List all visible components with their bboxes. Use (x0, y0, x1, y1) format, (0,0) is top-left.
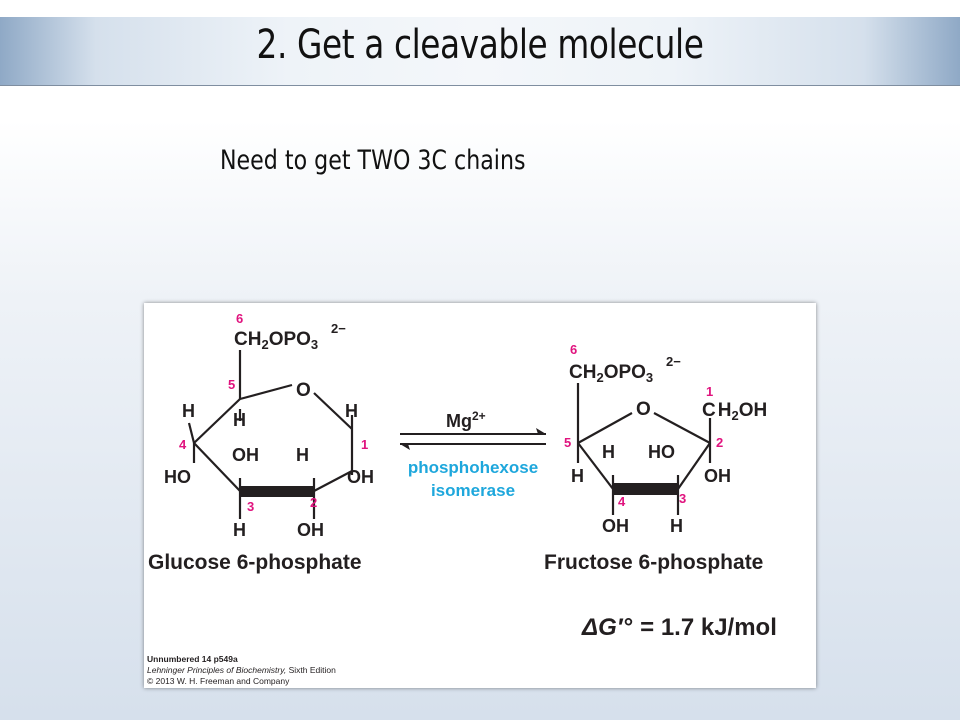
glucose-c3-oh: OH (232, 445, 259, 465)
mg-cofactor: Mg2+ (446, 409, 486, 431)
title-bar (0, 17, 960, 86)
glucose-bold-bond (240, 486, 314, 497)
glucose-carbon-numbers: 1 2 3 4 5 6 (179, 311, 368, 514)
reaction-diagram: CH2OPO3 2− O H H H OH H HO OH (147, 311, 777, 686)
fructose-c3-ho: HO (648, 442, 675, 462)
credit-line3: © 2013 W. H. Freeman and Company (147, 676, 290, 686)
fructose-c4-h: H (602, 442, 615, 462)
svg-text:1: 1 (361, 437, 368, 452)
glucose-c4-h: H (182, 401, 195, 421)
credit-line1: Unnumbered 14 p549a (147, 654, 238, 664)
slide-subtitle: Need to get TWO 3C chains (220, 145, 526, 176)
fructose-c3-h: H (670, 516, 683, 536)
glucose-ch2opo3: CH2OPO3 (234, 329, 318, 352)
glucose-phosphate-charge: 2− (331, 321, 346, 336)
glucose-6-phosphate: CH2OPO3 2− O H H H OH H HO OH (148, 311, 374, 574)
svg-text:4: 4 (179, 437, 187, 452)
svg-text:6: 6 (236, 311, 243, 326)
svg-text:2: 2 (310, 495, 317, 510)
glucose-c1-oh: OH (347, 467, 374, 487)
equilibrium-arrows: Mg2+ phosphohexose isomerase (400, 409, 546, 500)
slide-title: 2. Get a cleavable molecule (256, 22, 704, 68)
glucose-c2-oh: OH (297, 520, 324, 540)
fructose-c4-oh: OH (602, 516, 629, 536)
svg-text:5: 5 (228, 377, 235, 392)
glucose-c2-h: H (296, 445, 309, 465)
svg-text:3: 3 (679, 491, 686, 506)
enzyme-name-line1: phosphohexose (408, 458, 538, 477)
fructose-bonds (576, 383, 712, 515)
svg-text:3: 3 (247, 499, 254, 514)
delta-g-value: ΔG′°= 1.7 kJ/mol (581, 614, 777, 641)
fructose-carbon-numbers: 1 2 3 4 5 6 (564, 342, 723, 509)
fructose-bold-bond (613, 483, 678, 495)
glucose-c5-h: H (233, 410, 246, 430)
fructose-ch2opo3: CH2OPO3 (569, 362, 653, 385)
glucose-name: Glucose 6-phosphate (148, 551, 362, 574)
glucose-ring-o: O (296, 380, 311, 401)
fructose-c2-oh: OH (704, 466, 731, 486)
glucose-c1-h: H (345, 401, 358, 421)
fructose-ring-o: O (636, 399, 651, 420)
enzyme-name-line2: isomerase (431, 481, 515, 500)
svg-text:6: 6 (570, 342, 577, 357)
glucose-c4-ho: HO (164, 467, 191, 487)
reaction-figure: CH2OPO3 2− O H H H OH H HO OH (144, 303, 816, 688)
fructose-c5-h: H (571, 466, 584, 486)
credit-line2: Lehninger Principles of Biochemistry, Si… (147, 665, 336, 675)
svg-text:2: 2 (716, 435, 723, 450)
svg-text:1: 1 (706, 384, 713, 399)
glucose-c3-h: H (233, 520, 246, 540)
figure-credit: Unnumbered 14 p549a Lehninger Principles… (147, 654, 336, 686)
svg-text:4: 4 (618, 494, 626, 509)
svg-text:5: 5 (564, 435, 571, 450)
fructose-name: Fructose 6-phosphate (544, 551, 763, 574)
fructose-phosphate-charge: 2− (666, 354, 681, 369)
